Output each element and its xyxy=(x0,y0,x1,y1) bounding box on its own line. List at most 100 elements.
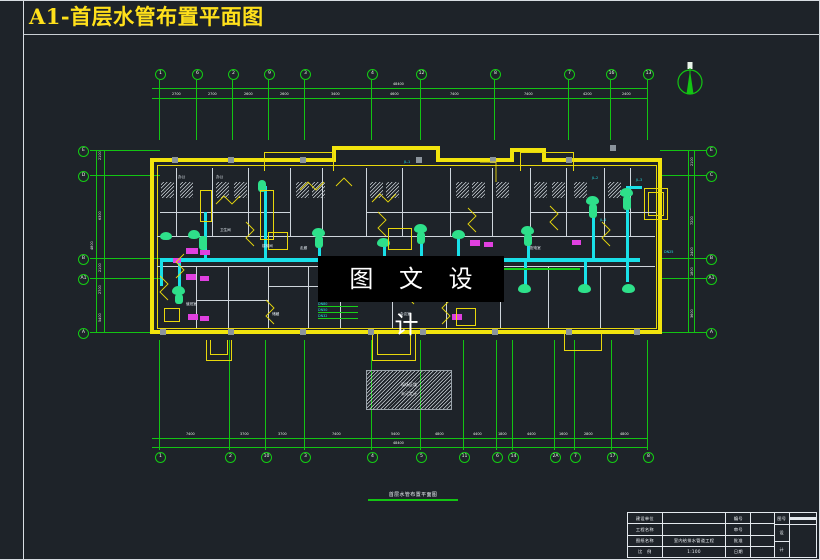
grid-bubble-left-E[interactable]: E xyxy=(78,146,89,157)
grid-bubble-left-A[interactable]: A xyxy=(78,328,89,339)
grid-bubble-bottom-10[interactable]: 2A xyxy=(550,452,561,463)
column xyxy=(368,329,374,335)
fixture-block xyxy=(456,182,469,198)
grid-bubble-bottom-13[interactable]: 8 xyxy=(643,452,654,463)
left-dim-4: 2100 xyxy=(98,263,102,272)
top-dim-8: 7400 xyxy=(524,92,533,96)
top-dim-rail-outer xyxy=(152,88,648,89)
partition xyxy=(604,168,606,236)
partition xyxy=(366,168,368,236)
bottom-dim-11: 2800 xyxy=(584,432,593,436)
tb-label-date: 日期 xyxy=(733,549,743,555)
grid-bubble-bottom-6[interactable]: 5 xyxy=(416,452,427,463)
bottom-ext-1 xyxy=(159,340,160,450)
title-block-sheet-value[interactable] xyxy=(790,513,817,557)
grid-bubble-bottom-2[interactable]: 2 xyxy=(225,452,236,463)
grid-bubble-top-8[interactable]: 8 xyxy=(490,69,501,80)
sanitary-fixture xyxy=(417,232,425,244)
bottom-ext-13 xyxy=(647,340,648,450)
roof-bay-trace-1 xyxy=(264,152,334,171)
drain-branch xyxy=(318,306,358,308)
grid-bubble-top-10[interactable]: 16 xyxy=(606,69,617,80)
right-ext-B xyxy=(660,258,712,259)
top-dim-10: 2400 xyxy=(622,92,631,96)
tb-label-review: 审号 xyxy=(726,524,751,536)
tb-value-sheet[interactable]: 室内给排水管道工程 xyxy=(662,536,726,547)
riser-trace-east-2 xyxy=(648,192,664,216)
grid-bubble-right-E[interactable]: E xyxy=(706,146,717,157)
bottom-ext-11 xyxy=(574,340,575,450)
grid-bubble-top-9[interactable]: 7 xyxy=(564,69,575,80)
top-dim-4: 2600 xyxy=(280,92,289,96)
title-block-values[interactable]: 室内给排水管道工程 1:100 xyxy=(662,513,727,557)
exterior-wall-north-a xyxy=(150,158,332,162)
exterior-wall-north-bay xyxy=(358,146,438,150)
pipe-label: DN80 xyxy=(318,302,328,306)
title-block-mid-values[interactable] xyxy=(751,513,775,557)
grid-bubble-right-C[interactable]: C xyxy=(706,171,717,182)
top-ext-10 xyxy=(610,80,611,140)
grid-bubble-bottom-11[interactable]: 7 xyxy=(570,452,581,463)
partition xyxy=(308,266,310,328)
pipe-label: DN25 xyxy=(664,250,674,254)
grid-bubble-top-2[interactable]: 6 xyxy=(192,69,203,80)
title-block-mid-labels: 编号 审号 批准 日期 xyxy=(726,513,752,557)
grid-bubble-top-4[interactable]: 9 xyxy=(264,69,275,80)
fixture-block xyxy=(161,182,174,198)
left-dim-1: 2100 xyxy=(98,151,102,160)
grid-bubble-right-A1[interactable]: A1 xyxy=(706,274,717,285)
tb-value-date[interactable] xyxy=(751,547,773,557)
equipment-symbol xyxy=(456,308,476,326)
grid-bubble-bottom-7[interactable]: 11 xyxy=(459,452,470,463)
grid-bubble-bottom-9[interactable]: 14 xyxy=(508,452,519,463)
sanitary-fixture xyxy=(622,284,635,293)
valve-fitting xyxy=(188,314,198,320)
grid-bubble-right-B[interactable]: B xyxy=(706,254,717,265)
bottom-dim-3: 3700 xyxy=(278,432,287,436)
sanitary-fixture xyxy=(312,228,325,237)
tb-value-scale[interactable]: 1:100 xyxy=(687,549,701,555)
bottom-ext-12 xyxy=(611,340,612,450)
grid-bubble-top-11[interactable]: 13 xyxy=(643,69,654,80)
sanitary-fixture xyxy=(518,284,531,293)
grid-bubble-bottom-3[interactable]: 10 xyxy=(261,452,272,463)
partition xyxy=(268,266,270,328)
tb-value-project[interactable] xyxy=(662,524,726,536)
column xyxy=(416,157,422,163)
grid-bubble-left-D[interactable]: D xyxy=(78,171,89,182)
top-ext-1 xyxy=(159,80,160,140)
grid-bubble-bottom-4[interactable]: 3 xyxy=(300,452,311,463)
tb-value-approve[interactable] xyxy=(751,536,774,547)
fixture-block xyxy=(608,182,621,198)
grid-bubble-right-A[interactable]: A xyxy=(706,328,717,339)
valve-fitting xyxy=(200,316,209,321)
title-block[interactable]: 建设单位 工程名称 图纸名称 比 例 室内给排水管道工程 1:100 编号 审号… xyxy=(627,512,817,558)
tb-value-owner[interactable] xyxy=(662,513,726,525)
sanitary-fixture xyxy=(160,232,172,240)
grid-bubble-bottom-12[interactable]: 17 xyxy=(607,452,618,463)
grid-bubble-bottom-8[interactable]: 6 xyxy=(492,452,503,463)
tb-value-review[interactable] xyxy=(751,524,774,536)
drawing-title: A1-首层水管布置平面图 xyxy=(29,4,264,29)
pipe-label: DN32 xyxy=(318,314,328,318)
pipe-label: JL-1 xyxy=(404,160,411,164)
grid-bubble-top-6[interactable]: 4 xyxy=(367,69,378,80)
grid-bubble-bottom-1[interactable]: 1 xyxy=(155,452,166,463)
grid-bubble-bottom-5[interactable]: 4 xyxy=(367,452,378,463)
fixture-block xyxy=(216,182,229,198)
riser-pipe xyxy=(264,186,267,260)
grid-bubble-top-3[interactable]: 2 xyxy=(228,69,239,80)
grid-bubble-top-7[interactable]: 12 xyxy=(416,69,427,80)
tb-value-number[interactable] xyxy=(751,513,774,525)
grid-bubble-left-B[interactable]: B xyxy=(78,254,89,265)
room-label: 办公 xyxy=(178,175,186,179)
tb-value-design[interactable] xyxy=(790,525,816,557)
branch-pipe xyxy=(524,262,527,286)
grid-bubble-left-A1[interactable]: A1 xyxy=(78,274,89,285)
exterior-wall-north-b xyxy=(436,158,510,162)
exterior-wall-north-jog5 xyxy=(510,148,546,152)
partition xyxy=(450,168,452,236)
grid-bubble-top-5[interactable]: 3 xyxy=(300,69,311,80)
grid-bubble-top-1[interactable]: 1 xyxy=(155,69,166,80)
bottom-dim-10: 1600 xyxy=(559,432,568,436)
